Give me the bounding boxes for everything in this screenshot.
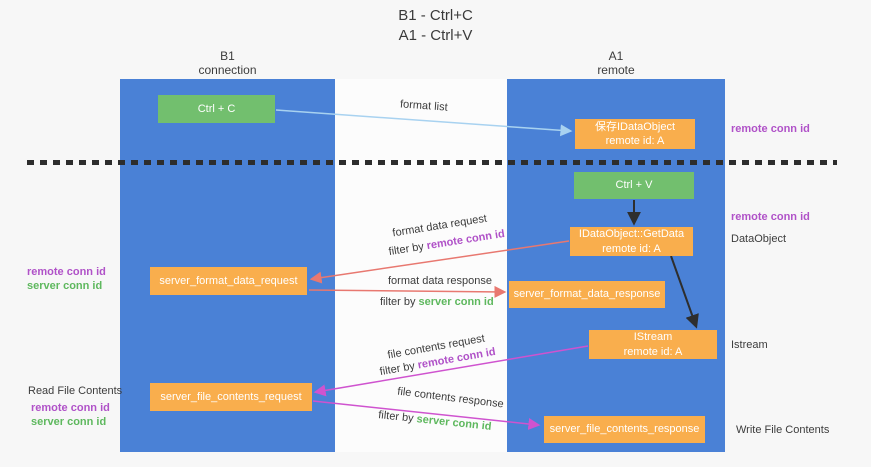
istream-box: IStream remote id: A	[589, 330, 717, 359]
right-write-file-contents-label: Write File Contents	[736, 424, 830, 436]
idataobject-getdata-line1: IDataObject::GetData	[578, 228, 685, 241]
istream-line1: IStream	[633, 331, 673, 344]
left-server-conn-id-top: server conn id	[27, 280, 103, 292]
left-remote-conn-id-top: remote conn id	[27, 266, 106, 278]
ctrl-c-label: Ctrl + C	[197, 102, 236, 115]
right-istream-label: Istream	[731, 339, 768, 351]
server-format-data-response-label: server_format_data_response	[513, 288, 661, 301]
ctrl-c-box: Ctrl + C	[158, 95, 275, 123]
server-format-data-request-label: server_format_data_request	[159, 274, 298, 287]
format-data-response-filter-prefix: filter by	[380, 296, 419, 308]
idataobject-getdata-line2: remote id: A	[602, 242, 661, 255]
save-idataobject-box: 保存IDataObject remote id: A	[575, 119, 695, 149]
server-format-data-request-box: server_format_data_request	[150, 267, 307, 295]
server-file-contents-request-label: server_file_contents_request	[160, 390, 302, 403]
save-idataobject-line2: remote id: A	[605, 135, 665, 147]
left-column-role: connection	[198, 63, 257, 78]
right-column-role: remote	[597, 63, 635, 78]
format-data-response-filter: filter by server conn id	[380, 296, 494, 308]
left-column-header: B1 connection	[120, 49, 335, 78]
title-line-1: B1 - Ctrl+C	[398, 7, 473, 24]
server-file-contents-response-box: server_file_contents_response	[544, 416, 705, 443]
ctrl-v-box: Ctrl + V	[574, 172, 694, 199]
title-line-2: A1 - Ctrl+V	[398, 27, 473, 45]
format-data-response-filter-value: server conn id	[418, 296, 494, 308]
save-idataobject-line1: 保存IDataObject	[594, 120, 676, 133]
server-file-contents-response-label: server_file_contents_response	[549, 423, 700, 436]
right-dataobject-label: DataObject	[731, 233, 787, 245]
right-remote-conn-id-mid: remote conn id	[731, 211, 810, 223]
format-data-response-label: format data response	[388, 275, 492, 287]
right-column-header: A1 remote	[507, 49, 725, 78]
diagram-title: B1 - Ctrl+C A1 - Ctrl+V	[0, 6, 871, 47]
left-server-conn-id-bottom: server conn id	[31, 416, 107, 428]
right-remote-conn-id-top: remote conn id	[731, 123, 810, 135]
idataobject-getdata-box: IDataObject::GetData remote id: A	[570, 227, 693, 256]
server-format-data-response-box: server_format_data_response	[509, 281, 665, 308]
istream-line2: remote id: A	[623, 345, 683, 358]
server-file-contents-request-box: server_file_contents_request	[150, 383, 312, 411]
left-read-file-contents-label: Read File Contents	[28, 385, 123, 397]
dashed-divider	[27, 160, 837, 165]
right-column-name: A1	[608, 49, 624, 63]
left-remote-conn-id-bottom: remote conn id	[31, 402, 110, 414]
ctrl-v-label: Ctrl + V	[615, 179, 653, 192]
left-column-name: B1	[220, 49, 235, 63]
